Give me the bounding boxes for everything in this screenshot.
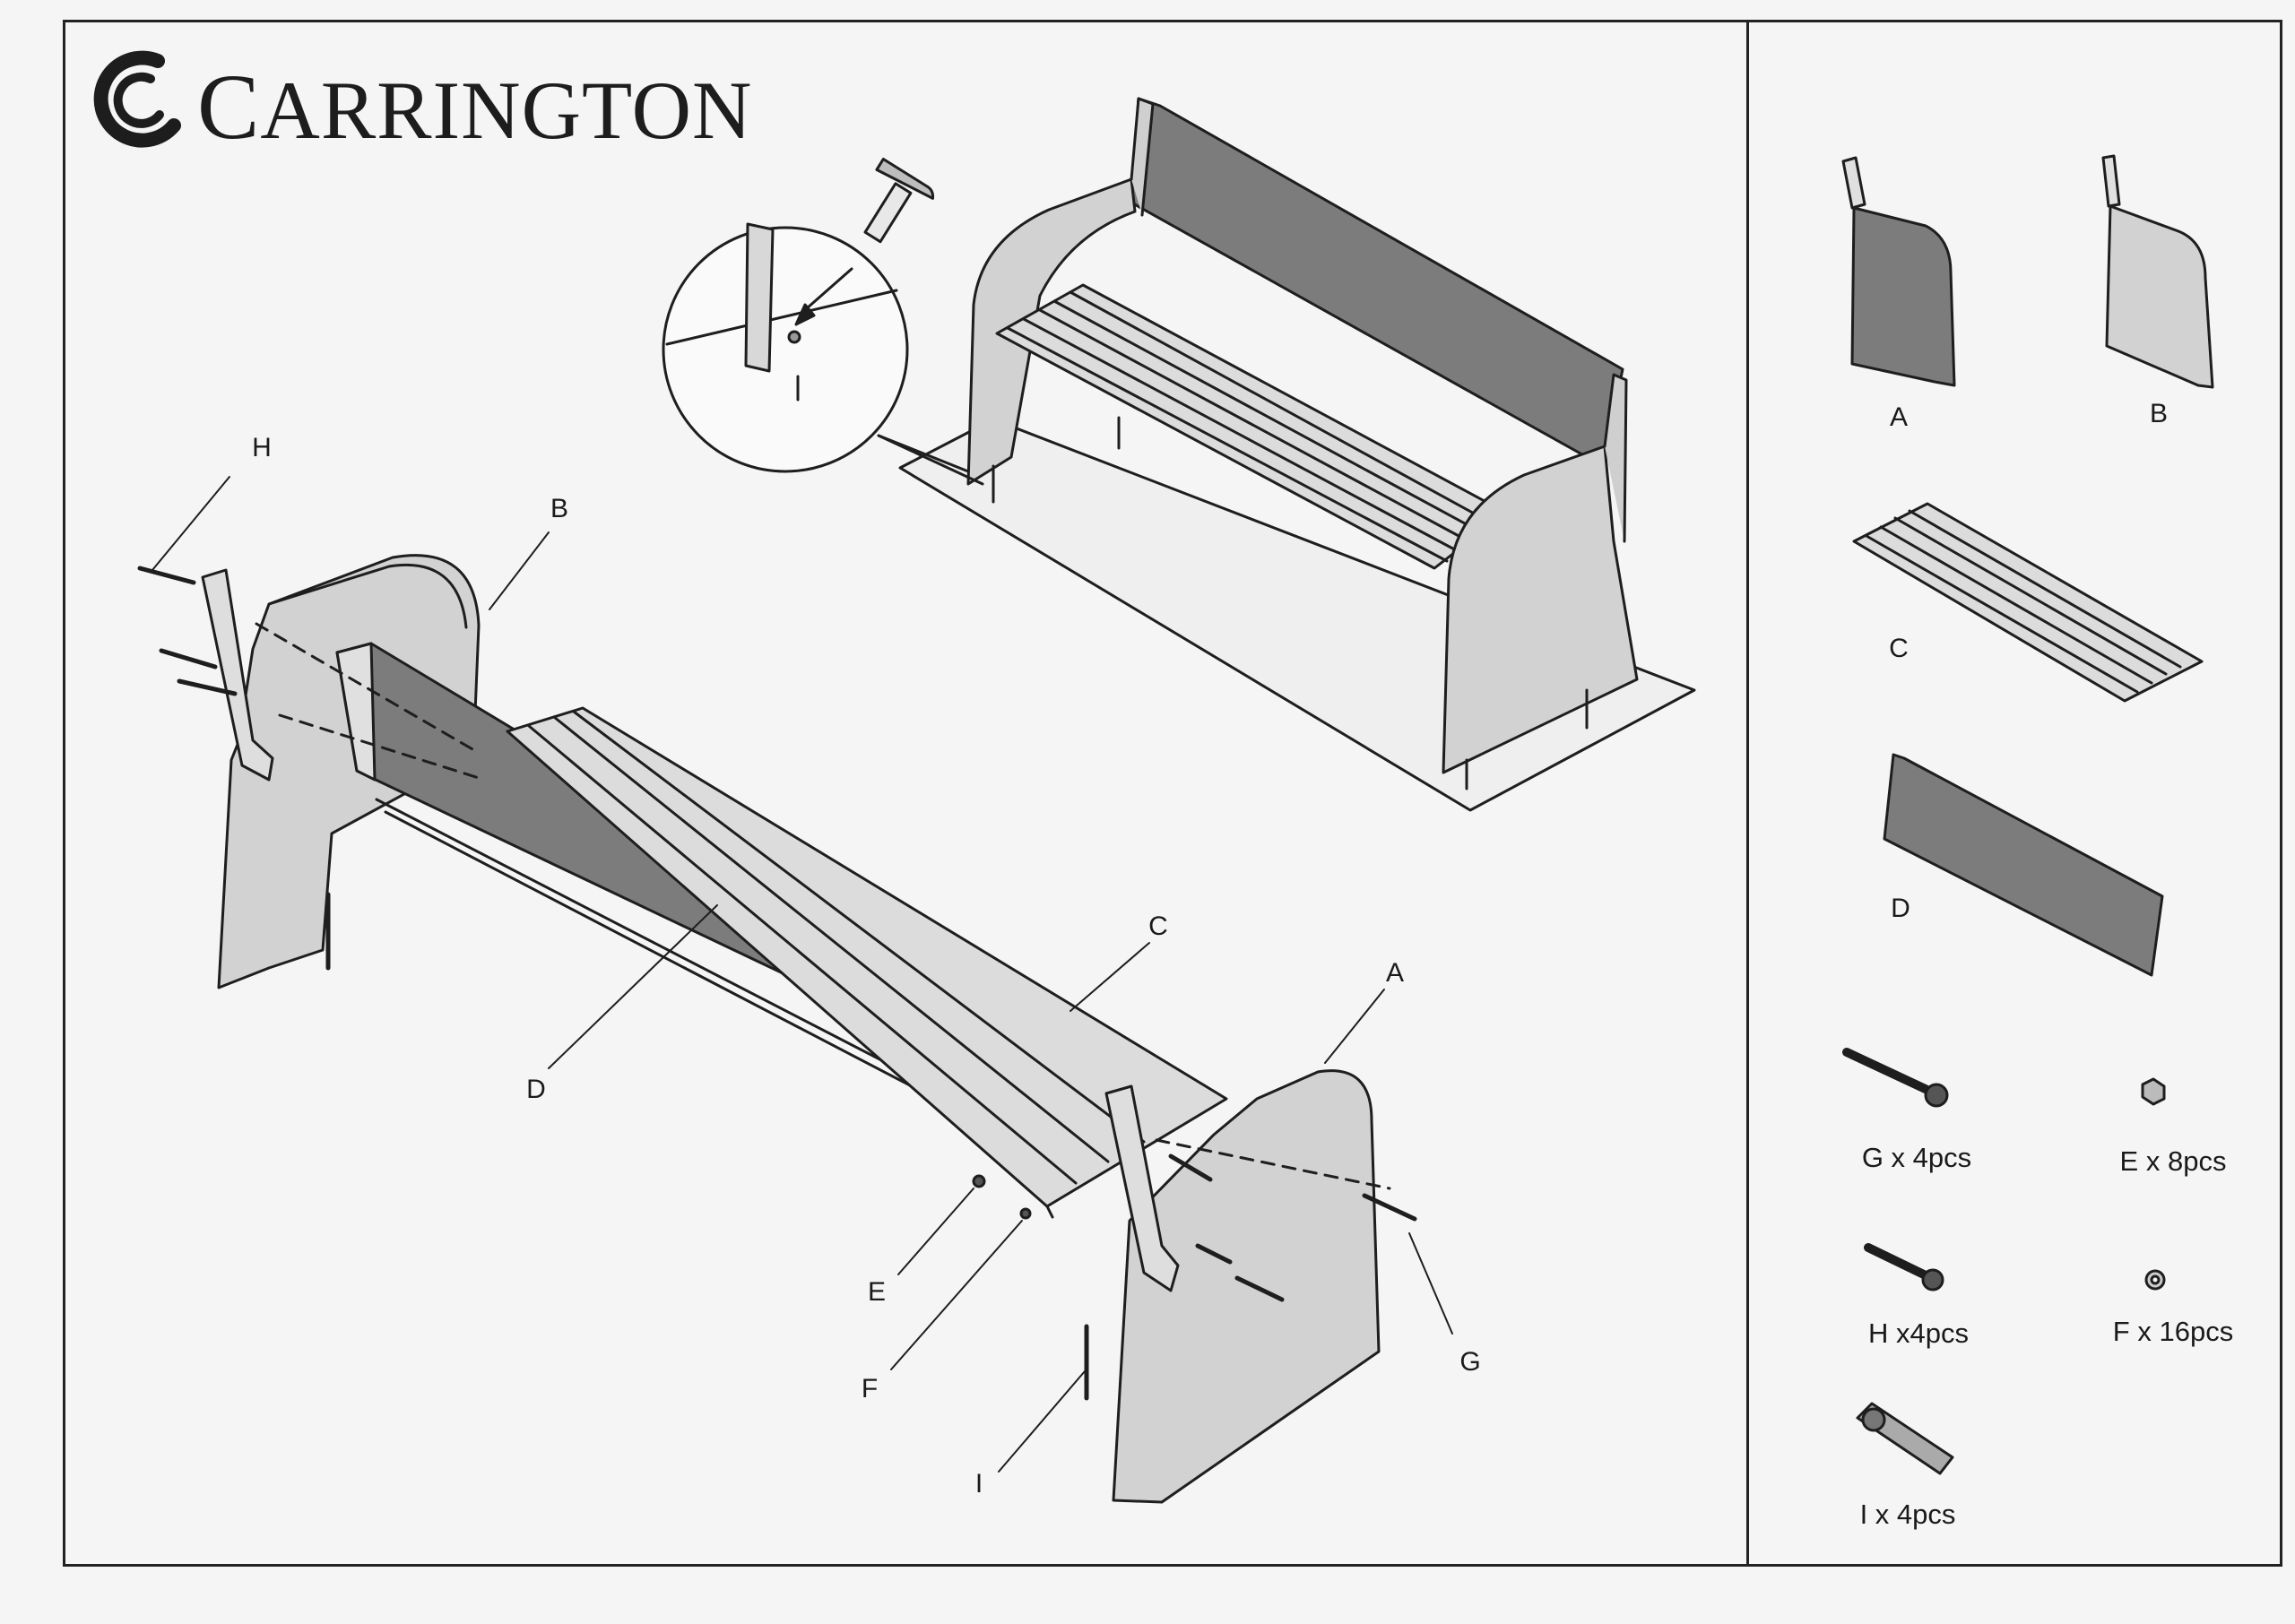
assembled-bench <box>877 97 1696 812</box>
right-side-frame-icon <box>1841 156 1956 387</box>
parts-panel-divider <box>1746 20 1749 1567</box>
brand-initial: C <box>197 56 261 159</box>
washer-icon <box>2144 1269 2166 1291</box>
callout-h: H <box>252 433 272 462</box>
detail-magnifier <box>662 157 935 473</box>
left-side-frame-icon <box>2101 154 2214 389</box>
hex-nut-icon <box>2141 1077 2166 1106</box>
callout-c: C <box>1148 911 1168 941</box>
callout-e: E <box>867 1277 887 1307</box>
part-label-b: B <box>2149 399 2169 428</box>
short-bolt-icon <box>1864 1243 1944 1291</box>
seat-slats-icon <box>1852 502 2204 703</box>
brand-rest: ARRINGTON <box>260 65 753 156</box>
brand-mark-icon <box>93 50 181 148</box>
back-panel-icon <box>1883 753 2164 977</box>
part-label-a: A <box>1889 402 1909 432</box>
part-label-c: C <box>1889 634 1909 663</box>
page-border <box>63 20 2282 1567</box>
seat-slats-c <box>506 706 1228 1208</box>
hardware-g-qty: G x 4pcs <box>1861 1142 1972 1173</box>
assembled-left-side-frame <box>966 177 1137 486</box>
hardware-i-qty: I x 4pcs <box>1859 1499 1956 1530</box>
long-bolt-icon <box>1842 1048 1949 1108</box>
callout-g: G <box>1459 1347 1481 1377</box>
hardware-f-qty: F x 16pcs <box>2112 1316 2234 1347</box>
assembled-seat-slats <box>995 283 1508 570</box>
parts-icons <box>1841 154 2214 1475</box>
brand-name: CARRINGTON <box>197 54 752 160</box>
callout-i: I <box>974 1469 983 1499</box>
hardware-h-qty: H x4pcs <box>1868 1317 1969 1349</box>
exploded-bench <box>137 554 1417 1504</box>
callout-f: F <box>861 1374 879 1404</box>
side-frame-a <box>1112 1069 1381 1504</box>
hammer-icon <box>863 157 935 244</box>
callout-b: B <box>550 494 569 523</box>
hardware-e-qty: E x 8pcs <box>2119 1145 2227 1177</box>
callout-d: D <box>526 1075 546 1104</box>
part-label-d: D <box>1891 894 1910 923</box>
ground-anchor-icon <box>1856 1402 1954 1475</box>
callout-a: A <box>1385 958 1405 988</box>
callout-leaders <box>152 476 1453 1473</box>
assembled-right-side-frame <box>1442 445 1639 774</box>
